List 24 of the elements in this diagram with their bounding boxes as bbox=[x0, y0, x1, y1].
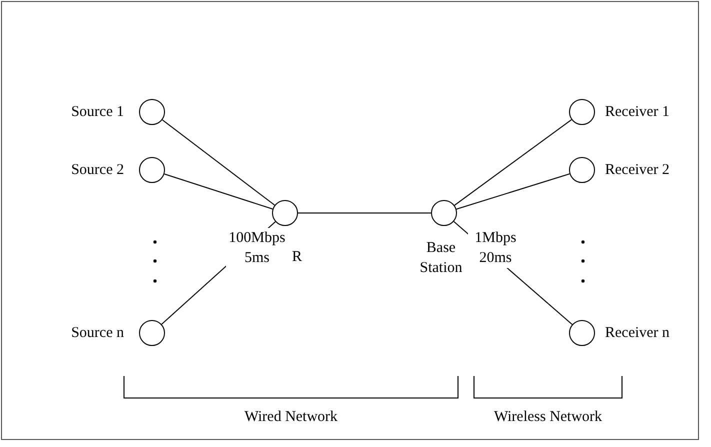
link-line bbox=[454, 119, 572, 206]
node-label: Source 2 bbox=[70, 161, 124, 180]
node-circle bbox=[431, 200, 457, 226]
network-label: Wireless Network bbox=[492, 408, 604, 427]
node-circle bbox=[569, 157, 595, 183]
node-label: Receiver 1 bbox=[605, 103, 671, 122]
node-circle bbox=[569, 99, 595, 125]
node-circle bbox=[139, 157, 165, 183]
node-circle bbox=[139, 99, 165, 125]
node-label: Base Station bbox=[418, 239, 464, 278]
node-circle bbox=[272, 200, 298, 226]
node-label: Source 1 bbox=[70, 103, 124, 122]
link-line bbox=[162, 119, 276, 206]
network-label: Wired Network bbox=[243, 408, 339, 427]
link-line bbox=[298, 212, 432, 214]
node-label: Source n bbox=[70, 324, 124, 343]
node-label: R bbox=[292, 248, 304, 267]
link-line bbox=[164, 174, 274, 210]
link-label: 100Mbps 5ms bbox=[226, 228, 288, 268]
node-circle bbox=[569, 320, 595, 346]
node-label: Receiver n bbox=[605, 324, 671, 343]
node-circle bbox=[139, 320, 165, 346]
link-line bbox=[456, 173, 570, 210]
node-label: Receiver 2 bbox=[605, 161, 671, 180]
